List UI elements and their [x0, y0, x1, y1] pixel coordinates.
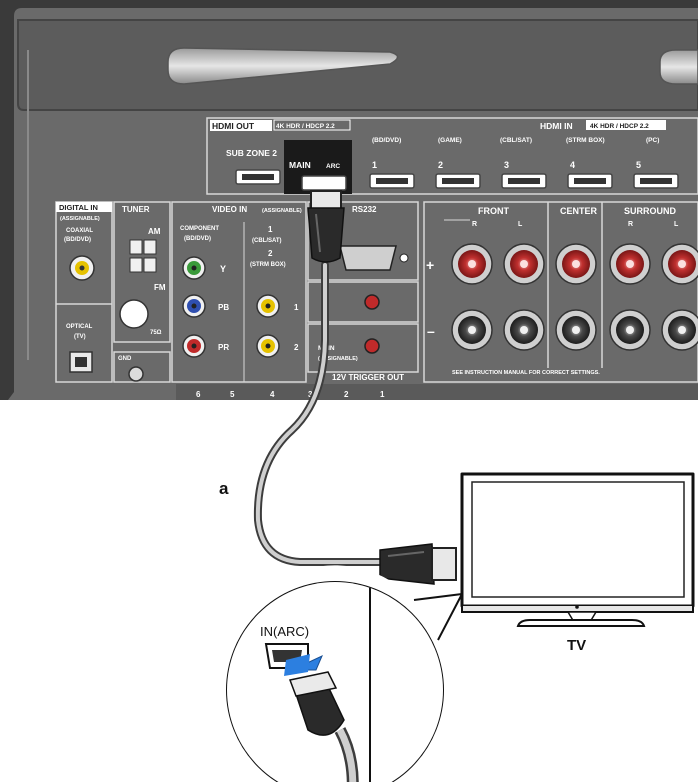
hdmi-in-ports: (BD/DVD) 1 (GAME) 2 (CBL/SAT) 3 (STRM BO…: [369, 137, 679, 189]
bottom-num-6: 6: [196, 390, 201, 399]
hdmi-in-spec: 4K HDR / HDCP 2.2: [590, 123, 649, 130]
component-label: COMPONENT: [180, 226, 219, 232]
front-label: FRONT: [478, 206, 509, 216]
y-label: Y: [220, 264, 226, 274]
optical-src: (TV): [74, 334, 86, 340]
fm-label: FM: [154, 283, 166, 292]
bottom-number-labels: 6 5 4 3 2 1: [196, 390, 385, 399]
hdmi-out-main-port: [301, 175, 347, 191]
bottom-num-4: 4: [270, 390, 275, 399]
coaxial-src: (BD/DVD): [64, 237, 91, 243]
surround-l-label: L: [674, 221, 679, 228]
hdmi-out-title: HDMI OUT: [212, 121, 255, 131]
am-label: AM: [148, 227, 161, 236]
main-label: MAIN: [289, 160, 311, 170]
bottom-num-3: 3: [308, 390, 313, 399]
hdmi-plug-tv: [379, 543, 457, 585]
hdmi-out-spec: 4K HDR / HDCP 2.2: [276, 123, 335, 130]
minus-label: –: [427, 323, 435, 339]
tv-illustration: [460, 472, 695, 627]
hdmi-in-2-src: (GAME): [438, 137, 462, 144]
surround-label: SURROUND: [624, 206, 677, 216]
digital-in-section: DIGITAL IN (ASSIGNABLE) COAXIAL (BD/DVD)…: [55, 201, 113, 383]
hdmi-in-title: HDMI IN: [540, 121, 573, 131]
fm-ohm: 75Ω: [150, 330, 162, 336]
video-in2-num: 2: [268, 249, 273, 258]
digital-in-title: DIGITAL IN: [59, 203, 98, 212]
hdmi-in-5-src: (PC): [646, 137, 659, 144]
pr-label: PR: [218, 343, 229, 352]
video-in1-src: (CBL/SAT): [252, 238, 282, 244]
hdmi-in-3-num: 3: [504, 160, 509, 170]
video-in-title: VIDEO IN: [212, 205, 247, 214]
insert-arrow-icon: [284, 654, 310, 676]
rs232-port: [339, 245, 397, 271]
speaker-note: SEE INSTRUCTION MANUAL FOR CORRECT SETTI…: [452, 370, 600, 376]
digital-in-assignable: (ASSIGNABLE): [60, 216, 100, 222]
video-in-assignable: (ASSIGNABLE): [262, 208, 302, 214]
surround-r-label: R: [628, 221, 633, 228]
rs232-label: RS232: [352, 205, 377, 214]
speaker-terminals: FRONT CENTER SURROUND R L R L + – SEE IN…: [423, 201, 698, 383]
trigger-title: 12V TRIGGER OUT: [332, 373, 404, 382]
video-row1-label: 1: [294, 303, 299, 312]
hdmi-plug-receiver: [307, 190, 345, 263]
tv-label: TV: [567, 637, 586, 654]
hdmi-in-3-src: (CBL/SAT): [500, 137, 532, 144]
fm-antenna-jack: [119, 299, 149, 329]
hdmi-in-1-src: (BD/DVD): [372, 137, 401, 144]
receiver-rear-panel: HDMI OUT 4K HDR / HDCP 2.2 HDMI IN 4K HD…: [0, 0, 698, 400]
gnd-label: GND: [118, 356, 132, 362]
video-in2-src: (STRM BOX): [250, 262, 286, 268]
pb-label: PB: [218, 303, 229, 312]
gnd-terminal: [128, 366, 144, 382]
optical-label: OPTICAL: [66, 324, 93, 330]
hdmi-in-4-num: 4: [570, 160, 575, 170]
hdmi-in-2-num: 2: [438, 160, 443, 170]
plus-label: +: [426, 257, 434, 273]
tv-port-label: IN(ARC): [260, 624, 309, 639]
video-in-section: VIDEO IN (ASSIGNABLE) COMPONENT (BD/DVD)…: [171, 201, 307, 383]
front-r-label: R: [472, 221, 477, 228]
zoom-callout: IN(ARC): [226, 565, 463, 782]
component-src: (BD/DVD): [184, 236, 211, 242]
bottom-num-5: 5: [230, 390, 235, 399]
center-label: CENTER: [560, 206, 598, 216]
front-l-label: L: [518, 221, 523, 228]
arc-label: ARC: [326, 163, 340, 170]
coaxial-label: COAXIAL: [66, 228, 93, 234]
hdmi-in-1-num: 1: [372, 160, 377, 170]
hdmi-in-4-src: (STRM BOX): [566, 137, 605, 144]
tuner-section: TUNER AM FM 75Ω GND: [113, 201, 171, 383]
video-in1-num: 1: [268, 225, 273, 234]
tuner-title: TUNER: [122, 205, 150, 214]
wifi-antenna-right: [659, 49, 698, 85]
video-row2-label: 2: [294, 343, 299, 352]
sub-zone-label: SUB ZONE 2: [226, 148, 277, 158]
hdmi-cable: [253, 261, 388, 566]
trigger-assignable: (ASSIGNABLE): [318, 356, 358, 362]
bottom-num-2: 2: [344, 390, 349, 399]
bottom-num-1: 1: [380, 390, 385, 399]
hdmi-in-5-num: 5: [636, 160, 641, 170]
cable-label: a: [219, 479, 229, 498]
wifi-antenna-left: [167, 47, 399, 85]
